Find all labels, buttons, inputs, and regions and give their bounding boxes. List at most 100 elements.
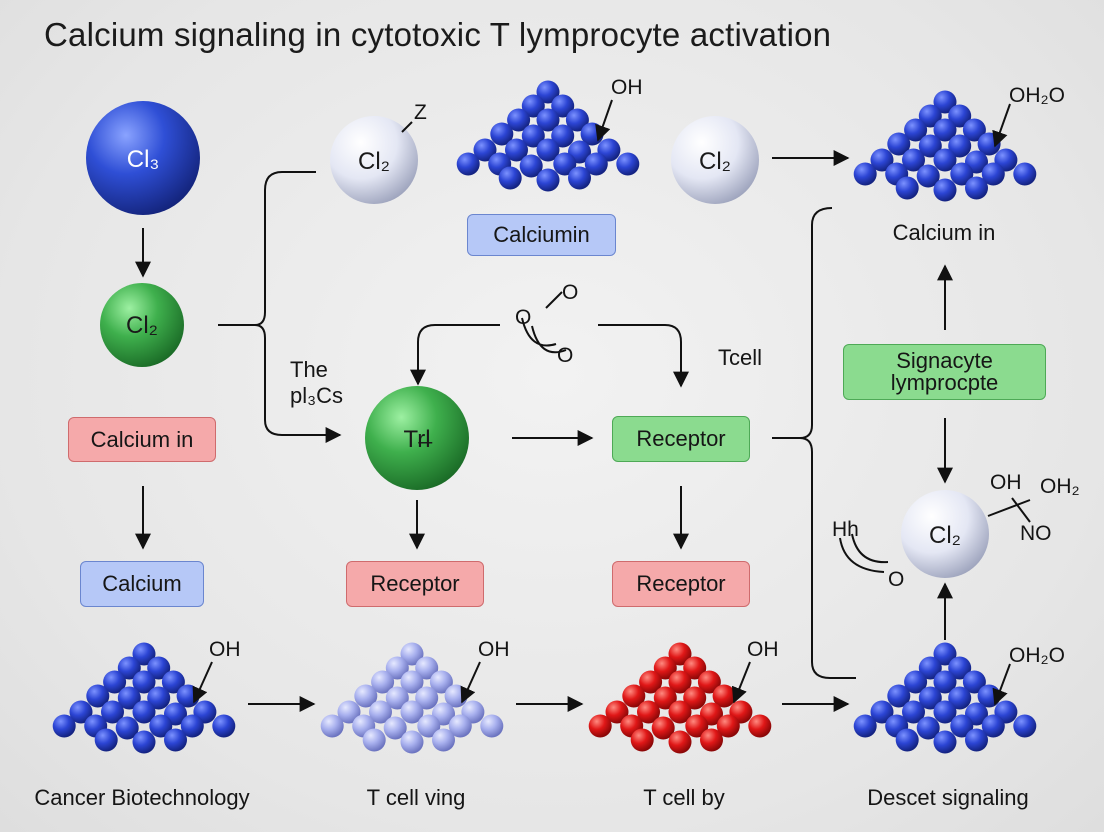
cluster-atom (473, 138, 497, 162)
sphere-cl2-white-top (330, 116, 418, 204)
cluster-atom (117, 656, 141, 680)
bracket-right (772, 207, 833, 439)
cluster-atom (103, 670, 127, 694)
cluster-atom (448, 714, 472, 738)
label-cl2-green: Cl₂ (126, 312, 158, 339)
cluster-atom (385, 656, 409, 680)
box-calciumin-top: Calciumin (467, 214, 616, 256)
cluster-atom (948, 686, 972, 710)
chem-o-bottom: O (557, 344, 574, 367)
cluster-atom (933, 118, 957, 142)
cluster-atom (605, 700, 629, 724)
cluster-top-center (456, 80, 640, 192)
cluster-atom (354, 684, 378, 708)
cluster-atom (132, 670, 156, 694)
cluster-atom (432, 728, 455, 752)
cluster-atom (653, 656, 677, 680)
cluster-atom (712, 684, 736, 708)
cluster-atom (887, 684, 911, 708)
sphere-cl2-green-left (100, 283, 184, 367)
sphere-cl2-white-right (901, 490, 989, 578)
cluster-atom (700, 728, 723, 752)
cluster-atom (933, 730, 957, 754)
cluster-atom (383, 716, 407, 740)
cluster-atom (902, 700, 925, 724)
cluster-bottom-3 (588, 642, 772, 754)
label-center-sphere: Tr̶l (403, 426, 431, 453)
cluster-atom (480, 714, 504, 738)
cluster-atom (400, 730, 424, 754)
cluster-atom (870, 148, 894, 172)
bracket-right-lower (799, 437, 856, 679)
sphere-cl2-white-top-right (671, 116, 759, 204)
cluster-atom (536, 168, 560, 192)
cluster-atom (117, 686, 141, 710)
sphere-cl3-blue (86, 101, 200, 215)
cluster-atom (950, 162, 974, 186)
signacyte-line1: Signacyte (896, 348, 993, 373)
cluster-atom (916, 716, 940, 740)
caption-descet-signaling: Descet signaling (867, 785, 1029, 810)
cluster-atom (895, 176, 919, 200)
cluster-atom (853, 162, 877, 186)
cluster-atom (965, 728, 988, 752)
cluster-atom (904, 118, 928, 142)
cluster-atom (683, 656, 707, 680)
box-receptor-bottom-right: Receptor (612, 561, 750, 607)
cluster-atom (415, 686, 439, 710)
caption-t-cell-by: T cell by (643, 785, 725, 810)
cluster-atom (668, 642, 692, 666)
chem-o-top: O (562, 281, 579, 304)
label-cl2-right: Cl₂ (929, 522, 961, 549)
cluster-atom (918, 686, 942, 710)
cluster-atom (1013, 162, 1037, 186)
cluster-atom (429, 670, 453, 694)
cluster-atom (498, 166, 522, 190)
cluster-atom (212, 714, 236, 738)
pointer-oh2o-top (992, 103, 1011, 148)
cluster-atom (164, 728, 187, 752)
chem-oh-b3: OH (747, 638, 779, 661)
cluster-atom (101, 700, 124, 724)
cluster-atom (933, 642, 957, 666)
cluster-atom (132, 730, 156, 754)
bracket-left-lower (254, 324, 342, 443)
cluster-atom (616, 152, 640, 176)
cluster-atom (568, 166, 591, 190)
cluster-atom (536, 108, 560, 132)
bracket-left (218, 171, 316, 326)
cluster-atom (918, 104, 942, 128)
cluster-atom (933, 148, 957, 172)
cluster-atom (981, 162, 1005, 186)
cluster-atom (668, 700, 692, 724)
cluster-bottom-2 (320, 642, 504, 754)
chem-z: Z (414, 101, 427, 124)
caption-t-cell-ving: T cell ving (366, 785, 466, 810)
chem-oh-right: OH (990, 471, 1022, 494)
chem-o-hh: O (888, 568, 905, 591)
cluster-atom (320, 714, 344, 738)
cluster-atom (417, 714, 441, 738)
cluster-atom (147, 656, 171, 680)
molecule-clusters (52, 80, 1037, 754)
cluster-atom (716, 714, 740, 738)
label-cl2-top: Cl₂ (358, 148, 390, 175)
pointer-oh-b3 (731, 661, 751, 704)
cluster-atom (630, 728, 654, 752)
chem-oh2o-b4: OH₂O (1009, 644, 1065, 667)
cluster-atom (918, 134, 942, 158)
cluster-atom (565, 108, 589, 132)
signacyte-line2: lymprocpte (890, 370, 999, 395)
cluster-atom (69, 700, 93, 724)
cluster-atom (918, 656, 942, 680)
cluster-atom (965, 176, 988, 200)
cluster-atom (400, 700, 424, 724)
cluster-atom (933, 178, 957, 202)
box-calcium-in-left: Calcium in (68, 417, 216, 462)
cluster-atom (651, 716, 675, 740)
box-calcium: Calcium (80, 561, 204, 607)
cluster-atom (551, 94, 575, 118)
cluster-atom (588, 714, 612, 738)
hh-curve (839, 533, 889, 573)
cluster-atom (962, 670, 986, 694)
